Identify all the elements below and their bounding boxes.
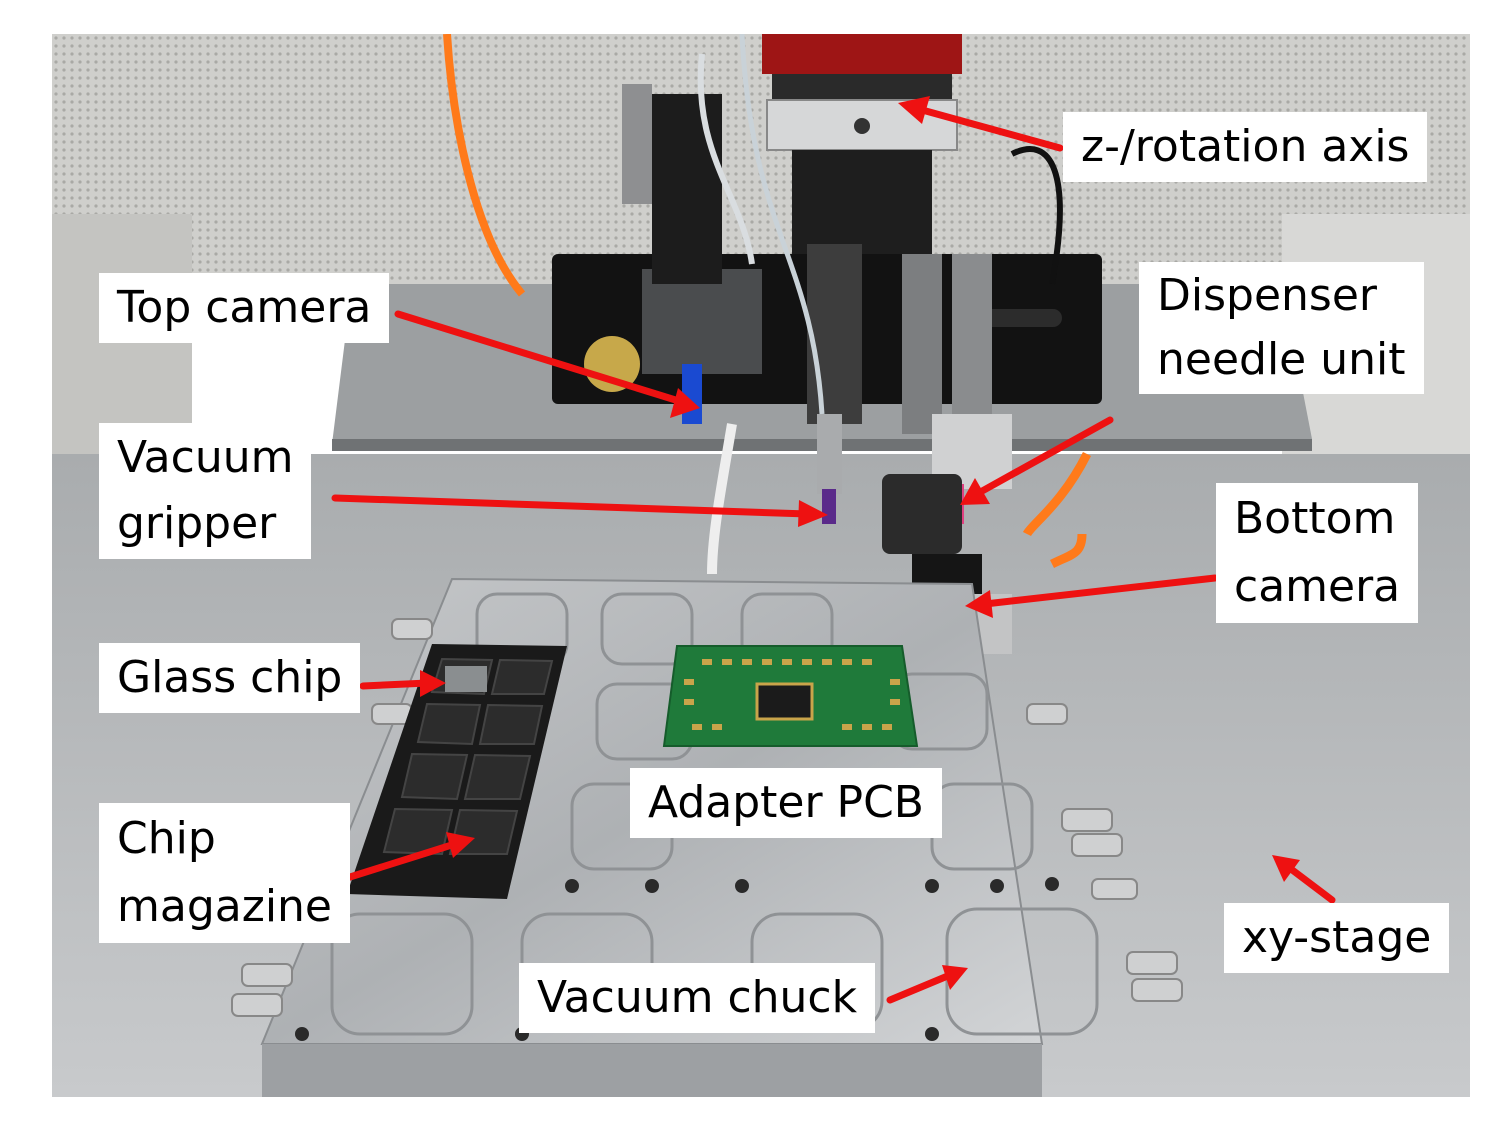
label-bottom-camera-line2: camera	[1234, 561, 1401, 612]
label-xy-stage: xy-stage	[1224, 903, 1450, 973]
label-xy-stage-text: xy-stage	[1242, 912, 1432, 963]
label-top-camera: Top camera	[99, 273, 390, 343]
label-chip-magazine-line2: magazine	[117, 881, 332, 932]
gripper-body	[817, 414, 842, 494]
top-camera-body	[622, 84, 652, 204]
label-adapter-pcb: Adapter PCB	[630, 768, 942, 838]
camera-column	[652, 94, 722, 284]
label-vacuum-gripper: Vacuum gripper	[99, 423, 312, 559]
pcb-socket	[755, 682, 814, 721]
pcb-pads	[684, 659, 900, 730]
gripper-needle-tip	[822, 489, 836, 524]
label-glass-chip-text: Glass chip	[117, 652, 343, 703]
label-dispenser-line1: Dispenser	[1157, 270, 1377, 321]
led-ring	[584, 336, 640, 392]
orange-cable-3	[1049, 533, 1087, 569]
top-camera-lens	[682, 364, 702, 424]
label-dispenser-needle-unit: Dispenser needle unit	[1139, 262, 1424, 394]
magazine-slots	[382, 657, 554, 856]
chuck-holes	[295, 877, 1059, 1041]
orange-cable	[443, 34, 526, 297]
glass-chip	[445, 666, 487, 692]
label-glass-chip: Glass chip	[99, 643, 361, 713]
label-chip-magazine-line1: Chip	[117, 813, 216, 864]
camera-mount	[642, 269, 762, 374]
dispenser-holder-1	[902, 254, 942, 434]
label-vacuum-gripper-line1: Vacuum	[117, 432, 294, 483]
label-z-rotation-axis: z-/rotation axis	[1063, 112, 1428, 182]
label-top-camera-text: Top camera	[117, 282, 372, 333]
tube-2	[739, 34, 825, 415]
motor-housing	[762, 34, 962, 74]
tube-1	[697, 53, 755, 265]
label-vacuum-gripper-line2: gripper	[117, 498, 277, 549]
label-bottom-camera: Bottom camera	[1216, 483, 1419, 623]
rotation-block-hole	[854, 118, 870, 134]
gripper-holder	[807, 244, 862, 424]
bottom-camera-body	[882, 474, 962, 554]
gantry-rail-slot	[982, 309, 1062, 327]
label-vacuum-chuck-text: Vacuum chuck	[537, 972, 858, 1023]
vacuum-chuck-edge	[262, 1044, 1042, 1097]
label-dispenser-line2: needle unit	[1157, 334, 1406, 385]
label-adapter-pcb-text: Adapter PCB	[648, 777, 924, 828]
label-vacuum-chuck: Vacuum chuck	[519, 963, 876, 1033]
label-bottom-camera-line1: Bottom	[1234, 493, 1396, 544]
label-z-rotation-axis-text: z-/rotation axis	[1081, 121, 1410, 172]
label-chip-magazine: Chip magazine	[99, 803, 350, 943]
dispenser-holder-2	[952, 254, 992, 434]
